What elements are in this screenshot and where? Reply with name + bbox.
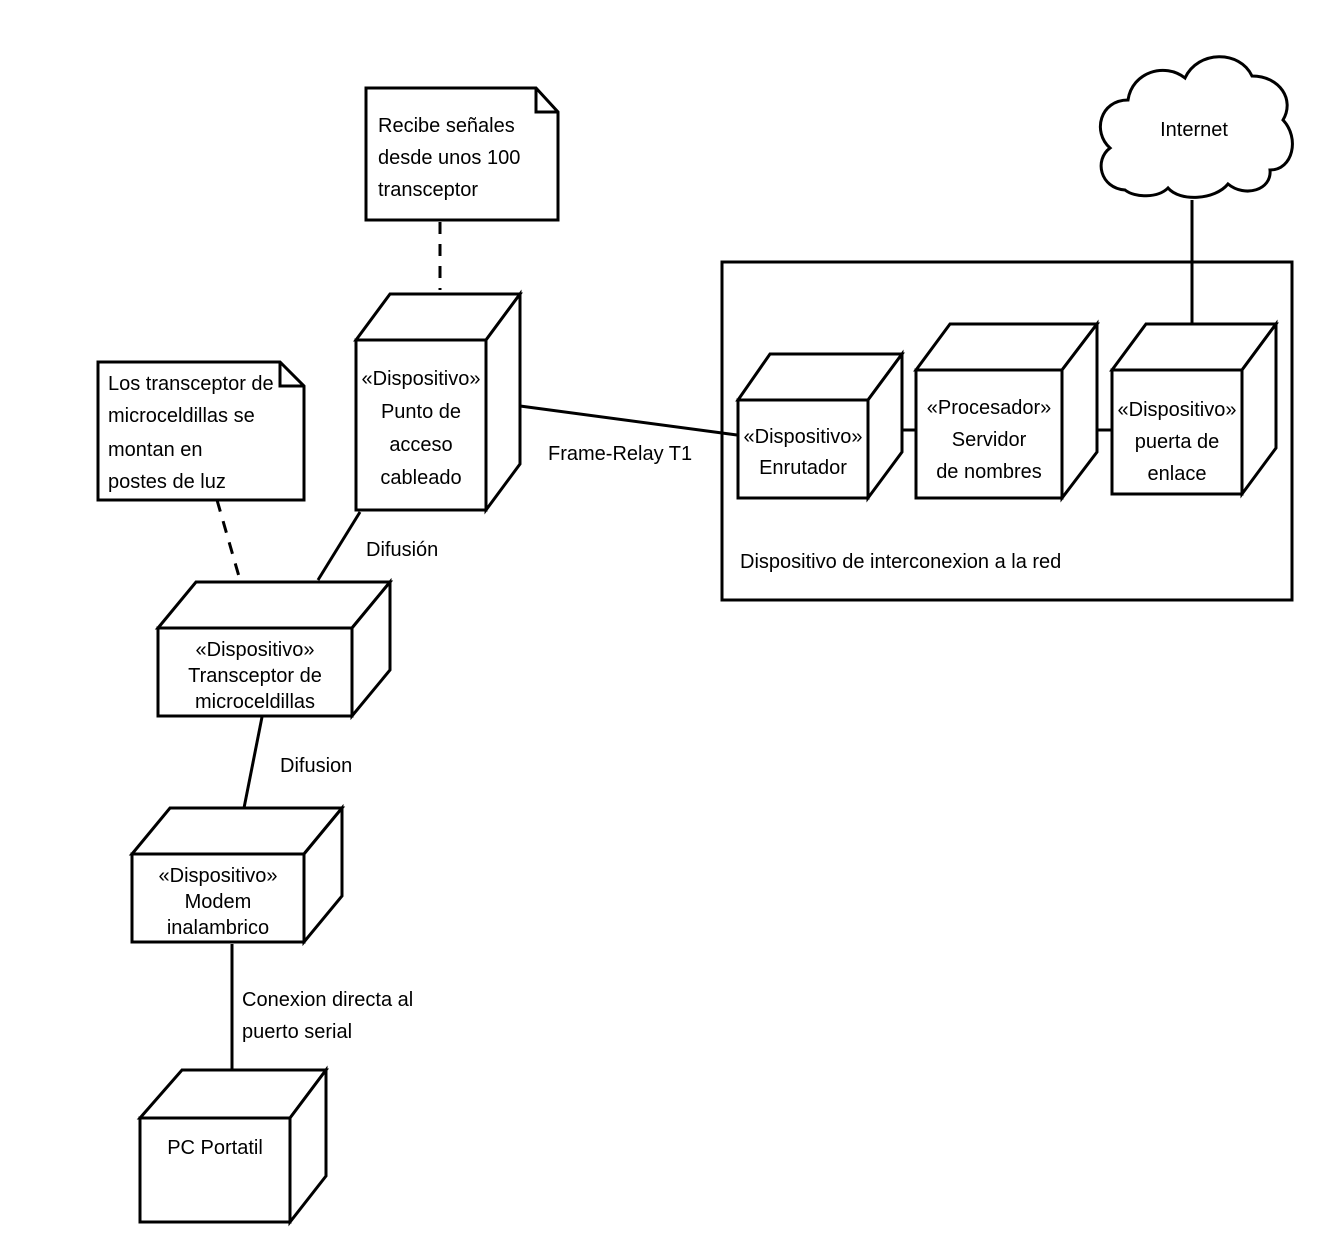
node-transceiver-text: Transceptor de: [188, 665, 322, 687]
frame-relay-label: Frame-Relay T1: [548, 443, 692, 465]
node-wired-ap-text: cableado: [380, 467, 461, 489]
note-transceiver: [96, 360, 306, 502]
network-group-frame: [720, 260, 1294, 602]
note-wired-ap-line: desde unos 100: [378, 147, 520, 169]
node-name-server-text: Servidor: [952, 429, 1027, 451]
node-router-text: Enrutador: [759, 457, 847, 479]
network-group-label: Dispositivo de interconexion a la red: [740, 551, 1061, 573]
node-router: [735, 349, 905, 503]
difusion-label-2: Difusion: [280, 755, 352, 777]
node-wired-ap-text: Punto de: [381, 401, 461, 423]
node-transceiver: [154, 577, 394, 721]
difusion-link-2: [242, 716, 264, 809]
note-transceiver-line: Los transceptor de: [108, 373, 274, 395]
node-gateway: [1109, 319, 1279, 499]
node-gateway-text: «Dispositivo»: [1118, 399, 1237, 421]
serial-label-line: puerto serial: [242, 1021, 352, 1043]
note-wired-ap-line: Recibe señales: [378, 115, 515, 137]
note-transceiver-line: montan en: [108, 439, 203, 461]
note-transceiver-line: microceldillas se: [108, 405, 255, 427]
node-laptop-text: PC Portatil: [167, 1137, 263, 1159]
note-connector-2: [215, 499, 242, 581]
internet-label: Internet: [1160, 119, 1228, 141]
node-modem-text: Modem: [185, 891, 252, 913]
node-gateway-text: puerta de: [1135, 431, 1220, 453]
node-laptop: [136, 1065, 329, 1227]
difusion-label-1: Difusión: [366, 539, 438, 561]
node-modem: [128, 803, 346, 947]
node-transceiver-text: «Dispositivo»: [196, 639, 315, 661]
node-modem-text: inalambrico: [167, 917, 269, 939]
node-router-text: «Dispositivo»: [744, 426, 863, 448]
node-wired-ap-text: «Dispositivo»: [362, 368, 481, 390]
node-transceiver-text: microceldillas: [195, 691, 315, 713]
serial-label-line: Conexion directa al: [242, 989, 413, 1011]
node-wired-ap: [353, 289, 523, 515]
internet-cloud: [1098, 55, 1294, 199]
difusion-link-1: [316, 511, 362, 581]
frame-relay-link: [519, 404, 738, 437]
note-wired-ap-line: transceptor: [378, 179, 478, 201]
node-modem-text: «Dispositivo»: [159, 865, 278, 887]
node-gateway-text: enlace: [1148, 463, 1207, 485]
note-wired-ap: [364, 86, 560, 222]
node-wired-ap-text: acceso: [389, 434, 452, 456]
node-name-server-text: «Procesador»: [927, 397, 1052, 419]
node-name-server-text: de nombres: [936, 461, 1042, 483]
node-name-server: [913, 319, 1101, 503]
note-transceiver-line: postes de luz: [108, 471, 226, 493]
